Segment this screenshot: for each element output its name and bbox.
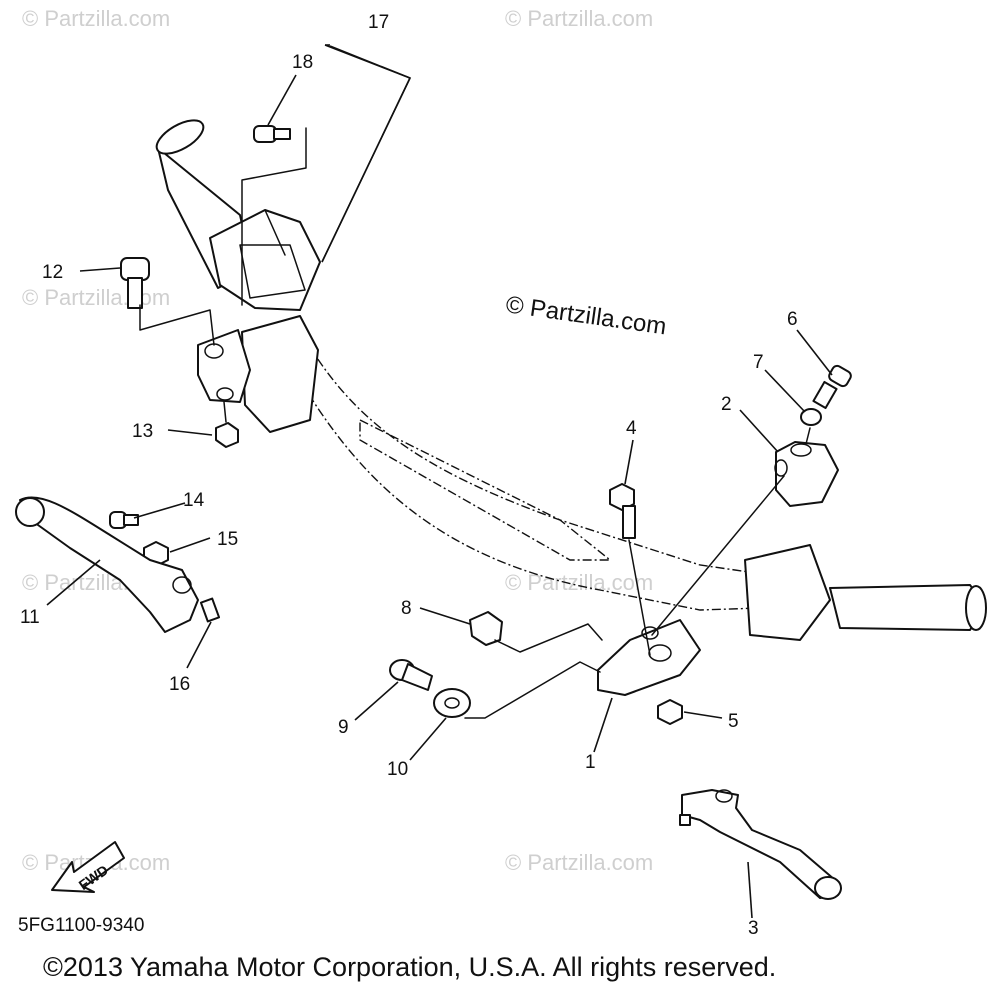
- bolt-12[interactable]: [120, 257, 150, 309]
- lever-3[interactable]: [679, 789, 842, 900]
- lever-perch-clamp[interactable]: [197, 329, 251, 403]
- screw-14[interactable]: [109, 511, 139, 529]
- assembly-lines: [139, 127, 811, 719]
- callout-12: 12: [42, 262, 63, 283]
- callout-1: 1: [585, 752, 596, 773]
- pin-16[interactable]: [199, 597, 221, 623]
- watermark: © Partzilla.com: [505, 850, 653, 875]
- watermark-layer: © Partzilla.com © Partzilla.com © Partzi…: [22, 6, 653, 875]
- callout-14: 14: [183, 490, 205, 511]
- nut-13[interactable]: [215, 422, 239, 448]
- watermark: © Partzilla.com: [505, 570, 653, 595]
- clip-8[interactable]: [469, 611, 503, 646]
- lever-holder-1[interactable]: [597, 619, 701, 696]
- watermark: © Partzilla.com: [505, 6, 653, 31]
- callout-10: 10: [387, 759, 408, 780]
- callout-4: 4: [626, 418, 637, 439]
- callout-16: 16: [169, 674, 190, 695]
- nut-5[interactable]: [657, 699, 683, 725]
- callout-2: 2: [721, 394, 732, 415]
- screw-6[interactable]: [812, 364, 852, 410]
- callout-17: 17: [368, 12, 389, 33]
- callout-6: 6: [787, 309, 798, 330]
- callout-3: 3: [748, 918, 759, 939]
- callout-9: 9: [338, 717, 349, 738]
- callout-leaders: [46, 44, 833, 919]
- callout-18: 18: [292, 52, 313, 73]
- holder-2[interactable]: [774, 441, 839, 507]
- partzilla-watermark: © Partzilla.com: [504, 291, 668, 340]
- callout-8: 8: [401, 598, 412, 619]
- adjuster-bolt-9[interactable]: [389, 659, 433, 691]
- callout-11: 11: [20, 607, 40, 628]
- bolt-4[interactable]: [609, 483, 636, 539]
- locknut-10[interactable]: [433, 688, 471, 718]
- handlebar[interactable]: [151, 114, 987, 641]
- lever-11[interactable]: [15, 496, 199, 633]
- callout-5: 5: [728, 711, 739, 732]
- watermark: © Partzilla.com: [22, 6, 170, 31]
- callout-7: 7: [753, 352, 764, 373]
- copyright-notice: ©2013 Yamaha Motor Corporation, U.S.A. A…: [43, 952, 776, 982]
- callout-15: 15: [217, 529, 238, 550]
- washer-7[interactable]: [800, 408, 822, 426]
- drawing-code: 5FG1100-9340: [18, 915, 144, 936]
- watermark: © Partzilla.com: [22, 285, 170, 310]
- screw-18[interactable]: [253, 125, 291, 143]
- callout-labels: 17 18 12 13 14 15 11 16 6 7 2 4 5 8 9 10…: [20, 12, 798, 939]
- callout-13: 13: [132, 421, 153, 442]
